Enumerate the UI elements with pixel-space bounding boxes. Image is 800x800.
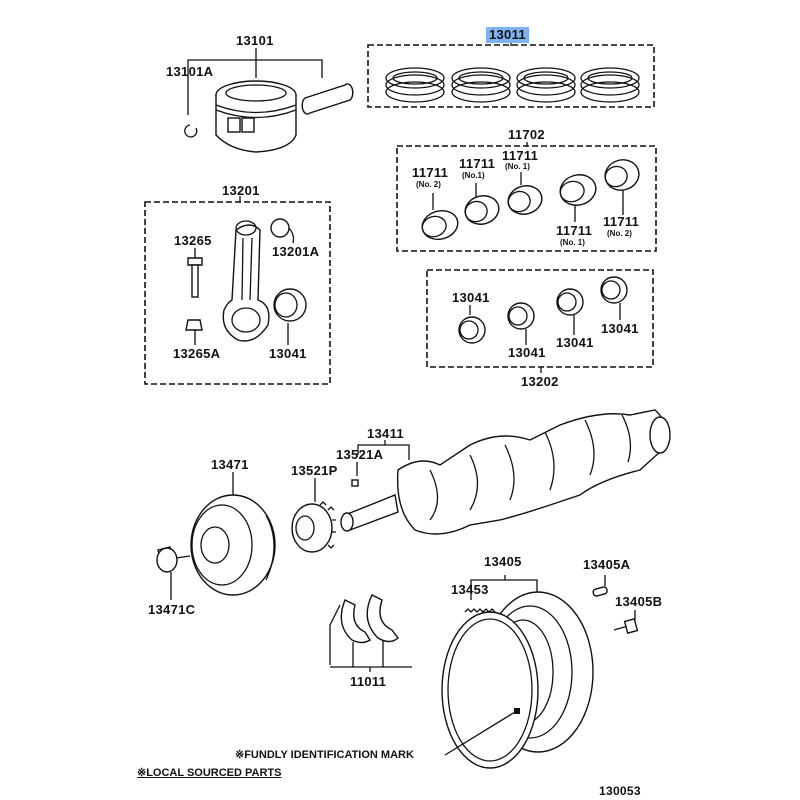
label-crank-bearing-no1-c-sub: (No. 1) xyxy=(560,238,585,247)
label-crank-bearing-no1-c[interactable]: 11711 xyxy=(556,223,593,238)
catalog-number: 130053 xyxy=(599,784,641,798)
label-crank-bearing-no2-right-sub: (No. 2) xyxy=(607,229,632,238)
label-conn-rod-bushing[interactable]: 13201A xyxy=(272,244,320,259)
ring-set-box xyxy=(367,44,655,108)
piston-body xyxy=(215,95,297,153)
crank-pulley-bolt xyxy=(156,546,191,600)
label-crank-bearing-no2-left-sub: (No. 2) xyxy=(416,180,441,189)
timing-pulley xyxy=(291,478,336,553)
ring-gear xyxy=(441,611,539,769)
label-crank-pulley[interactable]: 13471 xyxy=(211,457,249,472)
label-crank-bearing-no2-right[interactable]: 11711 xyxy=(603,214,640,229)
label-crank-key[interactable]: 13521A xyxy=(336,447,384,462)
crank-pulley xyxy=(190,472,276,596)
conn-rod-bolt xyxy=(187,248,203,298)
label-rod-bearing-1[interactable]: 13041 xyxy=(452,290,490,305)
label-ring-gear[interactable]: 13453 xyxy=(451,582,489,597)
note-identification-mark: ※FUNDLY IDENTIFICATION MARK xyxy=(235,749,414,761)
label-crank-bearing-no2-left[interactable]: 11711 xyxy=(412,165,449,180)
piston-pin xyxy=(301,83,354,115)
conn-rod-nut xyxy=(185,319,203,345)
label-rod-bearing-3[interactable]: 13041 xyxy=(556,335,594,350)
crank-key xyxy=(351,479,359,487)
label-rod-bearing-2[interactable]: 13041 xyxy=(508,345,546,360)
label-conn-rod-bearing-set[interactable]: 13202 xyxy=(521,374,559,389)
label-conn-rod-bearing[interactable]: 13041 xyxy=(269,346,307,361)
conn-rod-bearing xyxy=(273,288,307,345)
piston-group xyxy=(184,48,354,153)
conn-rod-bushing xyxy=(270,218,295,244)
rod-bearings xyxy=(458,276,628,345)
label-crank-bearing-no1-b-sub: (No. 1) xyxy=(505,162,530,171)
thrust-washers xyxy=(329,594,412,672)
label-crank-bearing-no1-a-sub: (No.1) xyxy=(462,171,485,180)
label-crank-pulley-bolt[interactable]: 13471C xyxy=(148,602,196,617)
label-crank-bearing-no1-a[interactable]: 11711 xyxy=(459,156,496,171)
flywheel-pin xyxy=(592,575,608,597)
label-conn-rod-assy[interactable]: 13201 xyxy=(222,183,260,198)
flywheel xyxy=(441,575,594,769)
rod-bearing-box xyxy=(426,269,654,368)
note-local-sourced-parts: ※LOCAL SOURCED PARTS xyxy=(137,767,282,779)
label-piston-ring-set[interactable]: 13011 xyxy=(486,27,529,43)
flywheel-bolt xyxy=(613,610,639,634)
label-crankshaft[interactable]: 13411 xyxy=(367,426,404,441)
label-rod-bearing-4[interactable]: 13041 xyxy=(601,321,639,336)
label-flywheel-pin[interactable]: 13405A xyxy=(583,557,631,572)
label-crank-timing-pulley[interactable]: 13521P xyxy=(291,463,338,478)
label-piston-snap-ring[interactable]: 13101A xyxy=(166,64,214,79)
label-flywheel-assy[interactable]: 13405 xyxy=(484,554,522,569)
conn-rod-box xyxy=(144,201,331,385)
label-crank-bearing-no1-b[interactable]: 11711 xyxy=(502,148,539,163)
snap-ring xyxy=(184,124,198,138)
label-conn-rod-nut[interactable]: 13265A xyxy=(173,346,221,361)
connecting-rod xyxy=(222,220,270,342)
label-crank-bearing-set[interactable]: 11702 xyxy=(508,127,545,142)
piston-rings xyxy=(385,67,640,103)
label-conn-rod-bolt[interactable]: 13265 xyxy=(174,233,212,248)
label-flywheel-bolt[interactable]: 13405B xyxy=(615,594,663,609)
crankshaft xyxy=(340,409,671,535)
label-thrust-washer-set[interactable]: 11011 xyxy=(350,674,387,689)
crank-bearings xyxy=(421,159,640,241)
label-piston-assy[interactable]: 13101 xyxy=(236,33,274,48)
